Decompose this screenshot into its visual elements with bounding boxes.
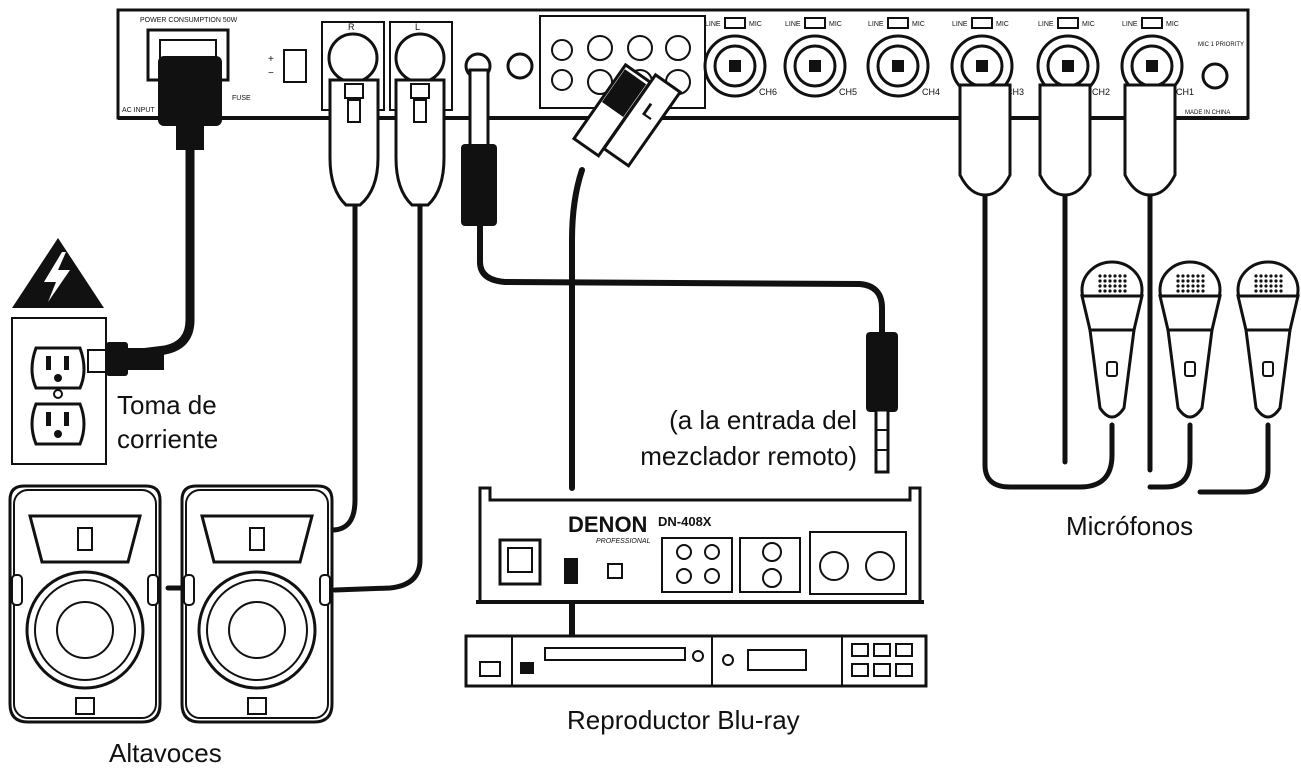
- switch-mic-text: MIC: [912, 21, 925, 28]
- jack-plug-top: [461, 68, 497, 226]
- switch-line-text: LINE: [705, 21, 721, 28]
- outlet-label-line1: Toma de: [117, 390, 217, 420]
- cd-player-rear: DENON PROFESSIONAL DN-408X: [476, 486, 924, 604]
- switch-mic-text: MIC: [749, 21, 762, 28]
- wall-outlet: [11, 317, 107, 465]
- combo-jack-ch3: LINE MIC CH3: [950, 17, 1024, 98]
- power-plug-top: [158, 56, 222, 150]
- denon-professional: PROFESSIONAL: [596, 538, 651, 545]
- denon-model: DN-408X: [658, 514, 712, 529]
- fuse-text: FUSE: [232, 95, 251, 102]
- speaker-right: [180, 484, 334, 724]
- line-mic-switch: LINE MIC: [785, 17, 842, 29]
- channel-label: CH3: [1006, 87, 1024, 97]
- speakers: [8, 484, 334, 724]
- power-cable: [95, 105, 195, 363]
- channel-label: CH2: [1092, 87, 1110, 97]
- xlr-plug-r: [328, 78, 380, 207]
- rca-cable: [569, 167, 585, 491]
- combo-jack-ch5: LINE MIC CH5: [783, 17, 857, 98]
- microphones-label: Micrófonos: [1066, 511, 1194, 541]
- outlet-socket-top: [30, 346, 86, 390]
- monitor-jack-2: [506, 52, 534, 80]
- power-plug-outlet: [87, 342, 164, 376]
- combo-jack-ch2: LINE MIC CH2: [1036, 17, 1110, 98]
- speaker-left: [8, 484, 162, 724]
- cd-usb-port: [607, 563, 623, 579]
- microphone-1: [1080, 260, 1144, 419]
- line-mic-switch: LINE MIC: [1122, 17, 1179, 29]
- line-mic-switch: LINE MIC: [952, 17, 1009, 29]
- svg-text:−: −: [268, 68, 274, 79]
- svg-text:R: R: [348, 22, 355, 32]
- rca-plugs: R L: [571, 62, 683, 168]
- line-mic-switch: LINE MIC: [705, 17, 762, 29]
- cables: [95, 105, 1271, 639]
- bluray-player: [464, 634, 928, 688]
- cd-power-switch: [564, 558, 578, 584]
- switch-line-text: LINE: [952, 21, 968, 28]
- electric-warning-icon: [12, 238, 104, 308]
- speaker-cable-right: [329, 202, 358, 533]
- mic1-priority-knob: [1201, 62, 1229, 90]
- microphone-3: [1236, 260, 1300, 419]
- outlet-label-line2: corriente: [117, 424, 219, 454]
- channel-label: CH6: [759, 87, 777, 97]
- svg-text:L: L: [415, 22, 420, 32]
- mic-cable-ch2-b: [1147, 422, 1193, 490]
- svg-text:+: +: [268, 54, 274, 65]
- xlr-plug-l: [394, 78, 446, 207]
- bluray-label: Reproductor Blu-ray: [567, 705, 800, 735]
- monitor-cable: [477, 222, 885, 338]
- ac-input-text: AC INPUT: [122, 107, 155, 114]
- mixer-note-line1: (a la entrada del: [669, 405, 857, 435]
- denon-logo: DENON: [568, 512, 647, 537]
- channel-label: CH1: [1176, 87, 1194, 97]
- line-mic-switch: LINE MIC: [1038, 17, 1095, 29]
- microphones: [1080, 260, 1300, 419]
- switch-line-text: LINE: [1122, 21, 1138, 28]
- microphone-2: [1158, 260, 1222, 419]
- jack-plug-remote: [866, 332, 898, 474]
- outlet-socket-bottom: [30, 402, 86, 446]
- power-consumption-text: POWER CONSUMPTION 50W: [140, 17, 238, 24]
- bluray-buttons: [851, 643, 913, 677]
- combo-jack-ch6: LINE MIC CH6: [703, 17, 777, 98]
- switch-line-text: LINE: [868, 21, 884, 28]
- switch-line-text: LINE: [785, 21, 801, 28]
- switch-line-text: LINE: [1038, 21, 1054, 28]
- power-switch: [283, 49, 307, 83]
- channel-label: CH5: [839, 87, 857, 97]
- bluray-display: [747, 649, 807, 671]
- speakers-label: Altavoces: [109, 738, 222, 768]
- line-mic-switch: LINE MIC: [868, 17, 925, 29]
- combo-jack-ch4: LINE MIC CH4: [866, 17, 940, 98]
- switch-mic-text: MIC: [829, 21, 842, 28]
- mic1-priority-text: MIC 1 PRIORITY: [1198, 42, 1244, 48]
- made-in-text: MADE IN CHINA: [1185, 110, 1230, 116]
- mic-plugs: [958, 83, 1177, 197]
- mixer-note-line2: mezclador remoto): [640, 441, 857, 471]
- mic-cable-ch1-b: [1197, 422, 1271, 495]
- switch-mic-text: MIC: [996, 21, 1009, 28]
- disc-slot: [544, 647, 686, 661]
- speaker-cable-left: [332, 202, 423, 593]
- mic-cable-ch3: [982, 192, 1115, 490]
- channel-label: CH4: [922, 87, 940, 97]
- switch-mic-text: MIC: [1082, 21, 1095, 28]
- switch-mic-text: MIC: [1166, 21, 1179, 28]
- cd-rca-jacks: [661, 531, 907, 595]
